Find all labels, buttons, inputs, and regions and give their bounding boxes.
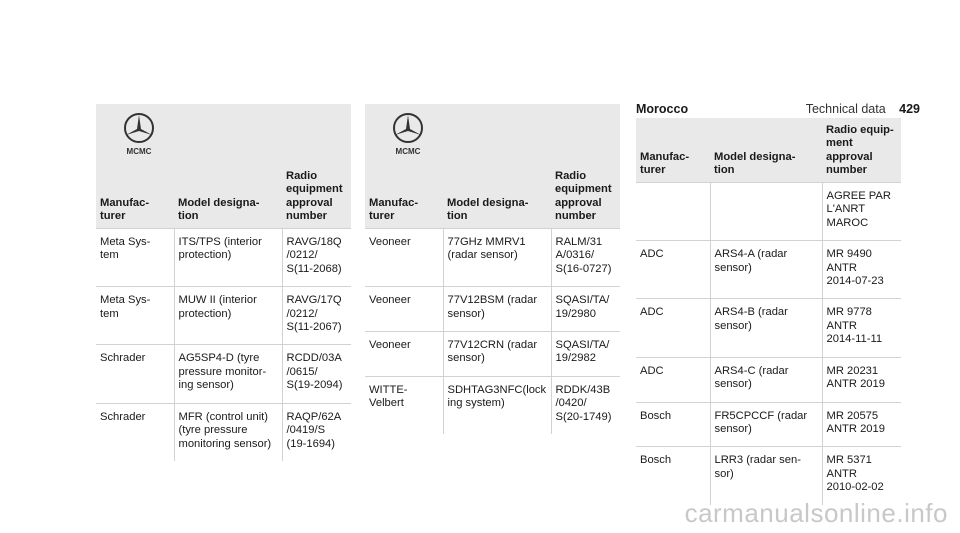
svg-text:MCMC: MCMC — [127, 147, 152, 156]
header-model: Model designa-tion — [174, 166, 282, 229]
mcmc-table-1: MCMC Manufac-turer Model designa-tion Ra… — [96, 104, 351, 461]
cell-manufacturer: Bosch — [636, 401, 710, 447]
cell-model: LRR3 (radar sen-sor) — [709, 446, 823, 505]
morocco-table: Manufac-turer Model designa-tion Radio e… — [636, 118, 901, 505]
cell-manufacturer: Bosch — [636, 446, 710, 505]
mcmc-logo-icon: MCMC — [124, 113, 154, 156]
cell-manufacturer: ADC — [636, 298, 710, 358]
cell-model: 77GHz MMRV1(radar sensor) — [442, 227, 552, 287]
morocco-title: Morocco — [636, 102, 689, 116]
cell-approval: SQASI/TA/19/2982 — [551, 330, 620, 377]
header-model: Model designa-tion — [710, 118, 822, 183]
cell-approval: RAVG/17Q/0212/S(11-2067) — [282, 286, 351, 345]
mcmc-logo-icon: MCMC — [393, 113, 423, 156]
cell-approval: RAQP/62A/0419/S(19-1694) — [282, 402, 351, 461]
page-header: Technical data 429 — [806, 102, 920, 116]
cell-manufacturer: Veoneer — [365, 227, 443, 287]
logo-cell: MCMC — [365, 104, 620, 166]
cell-manufacturer: Schrader — [96, 402, 174, 461]
cell-manufacturer: Schrader — [96, 344, 174, 404]
cell-manufacturer: ADC — [636, 356, 710, 403]
cell-manufacturer: WITTE-Velbert — [365, 375, 443, 435]
cell-approval: SQASI/TA/19/2980 — [551, 286, 620, 332]
cell-manufacturer: Veoneer — [365, 330, 443, 377]
cell-approval: RCDD/03A/0615/S(19-2094) — [282, 344, 351, 404]
header-manufacturer: Manufac-turer — [365, 166, 443, 229]
cell-approval: RDDK/43B/0420/S(20-1749) — [551, 375, 620, 435]
header-model: Model designa-tion — [443, 166, 551, 229]
section-title: Technical data — [805, 102, 886, 116]
page-number: 429 — [899, 102, 920, 116]
svg-text:MCMC: MCMC — [396, 147, 421, 156]
cell-manufacturer: Meta Sys-tem — [96, 227, 174, 287]
cell-manufacturer: Meta Sys-tem — [96, 286, 174, 345]
cell-manufacturer — [636, 181, 710, 241]
logo-cell: MCMC — [96, 104, 351, 166]
header-manufacturer: Manufac-turer — [96, 166, 174, 229]
cell-approval: RAVG/18Q/0212/S(11-2068) — [282, 227, 351, 287]
cell-manufacturer: ADC — [636, 240, 710, 299]
cell-manufacturer: Veoneer — [365, 286, 443, 332]
header-manufacturer: Manufac-turer — [636, 118, 710, 183]
watermark: carmanualsonline.info — [684, 498, 948, 528]
cell-model — [709, 181, 823, 241]
mcmc-table-2: MCMC Manufac-turer Model designa-tion Ra… — [365, 104, 620, 435]
